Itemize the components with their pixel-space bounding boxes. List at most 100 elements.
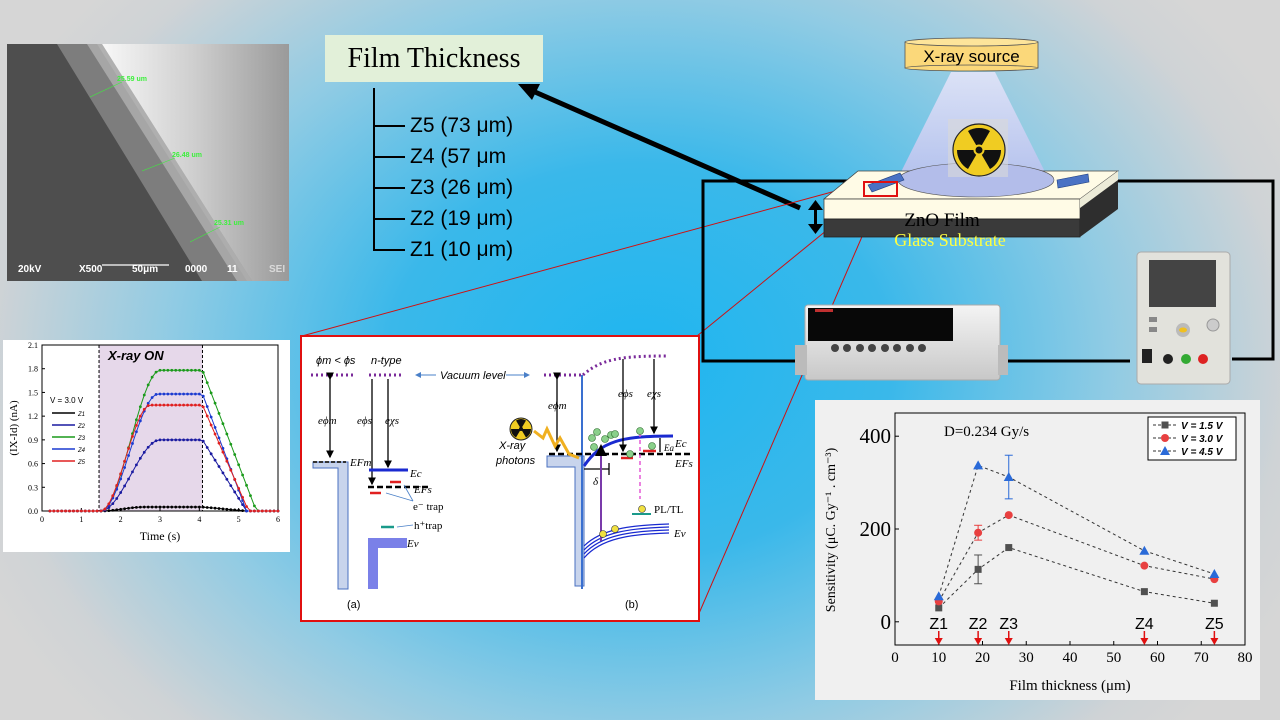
data-point [135,430,138,434]
thickness-point-label: Z2 [969,616,988,633]
data-point [241,503,245,507]
x-tick-label: 5 [237,515,241,524]
data-point [186,392,189,396]
marker-triangle [1139,545,1150,555]
data-point [111,508,115,512]
xray-on-region [99,345,203,511]
measurement-label: 25.59 um [117,76,147,83]
data-point [111,494,115,498]
circuit-wires [701,179,1275,363]
thickness-point-label: Z3 [999,616,1018,633]
data-point [217,412,221,415]
data-point [182,368,186,372]
y-axis-title: Sensitivity (μC. Gy⁻¹ . cm⁻³) [824,447,839,612]
data-point [162,403,166,407]
thickness-item-z2: Z2 (19 μm) [410,207,514,230]
arrow-head-icon [518,84,540,100]
data-point [178,505,182,509]
data-point [276,509,280,513]
data-point [135,463,138,467]
data-point [95,509,99,513]
x-tick-label: 80 [1238,650,1253,666]
vacuum-level-label: Vacuum level [440,370,506,382]
data-point [190,392,193,396]
data-point [127,506,130,510]
data-point [178,438,182,442]
x-tick-label: 2 [119,515,123,524]
x-tick-label: 0 [891,650,899,666]
data-point [142,393,146,397]
data-point [99,509,103,513]
y-tick-label: 2.1 [28,341,38,350]
slab-side [1080,171,1118,237]
x-tick-label: 20 [975,650,990,666]
data-point [186,438,189,442]
zoom-highlight-box [863,181,898,197]
data-point [253,509,256,513]
marker-square [974,565,982,573]
data-point [158,403,162,407]
sem-magnification: X500 [79,264,103,275]
marker-square [1210,599,1218,607]
glass-substrate-label: Glass Substrate [894,230,1006,250]
data-point [174,392,178,396]
data-point [182,505,186,509]
data-point [79,509,83,513]
data-point [158,392,162,396]
data-point [119,477,123,481]
data-point [135,423,138,427]
data-point [150,441,154,445]
data-point [91,509,95,513]
x-tick-label: 60 [1150,650,1165,666]
sem-info-bar: 20kV X500 50μm 0000 11 SEI [7,263,289,277]
data-point [123,484,126,488]
echi-s-label: eχs [385,415,399,427]
y-tick-label: 1.2 [28,412,38,421]
data-point [158,438,162,442]
data-point [52,509,56,513]
data-point [237,463,241,467]
data-point [217,507,221,510]
data-point [205,405,209,408]
echi-s-label: eχs [647,388,661,400]
marker-triangle [1209,569,1220,579]
data-point [178,403,182,407]
delta-label: δ [593,476,599,488]
efs-label: EFs [674,458,693,470]
y-tick-label: 0.0 [28,507,38,516]
data-point [197,368,201,372]
xray-on-annotation: X-ray ON [107,348,164,363]
data-point [209,415,213,419]
thickness-item-z4: Z4 (57 μm [410,145,507,168]
data-point [146,383,150,387]
x-tick-label: 30 [1019,650,1034,666]
thickness-tree-lines [373,88,405,251]
data-point [182,403,186,407]
data-point [170,368,174,372]
data-point [174,505,178,509]
data-point [150,403,154,407]
data-point [213,401,217,405]
data-point [174,403,178,407]
band-diagram: ϕm < ϕs n-type Vacuum level eϕm eϕs eχs … [311,354,693,611]
red-arrow-icon [1004,638,1013,645]
legend-label: Z3 [77,436,86,442]
data-point [201,394,205,398]
data-point [72,509,75,513]
data-point [150,396,154,399]
y-tick-label: 0 [881,610,892,634]
data-point [111,502,115,506]
data-point [260,509,264,513]
measurement-label: 26.48 um [172,152,202,159]
legend-label: V = 3.0 V [1181,434,1224,445]
series-line [938,514,1215,602]
y-tick-label: 400 [860,424,892,448]
data-point [245,505,248,508]
marker-circle [974,528,983,537]
efs-label: EFs [413,484,432,496]
marker-triangle [973,460,984,470]
legend-label: Z4 [77,448,86,454]
data-point [194,403,197,407]
